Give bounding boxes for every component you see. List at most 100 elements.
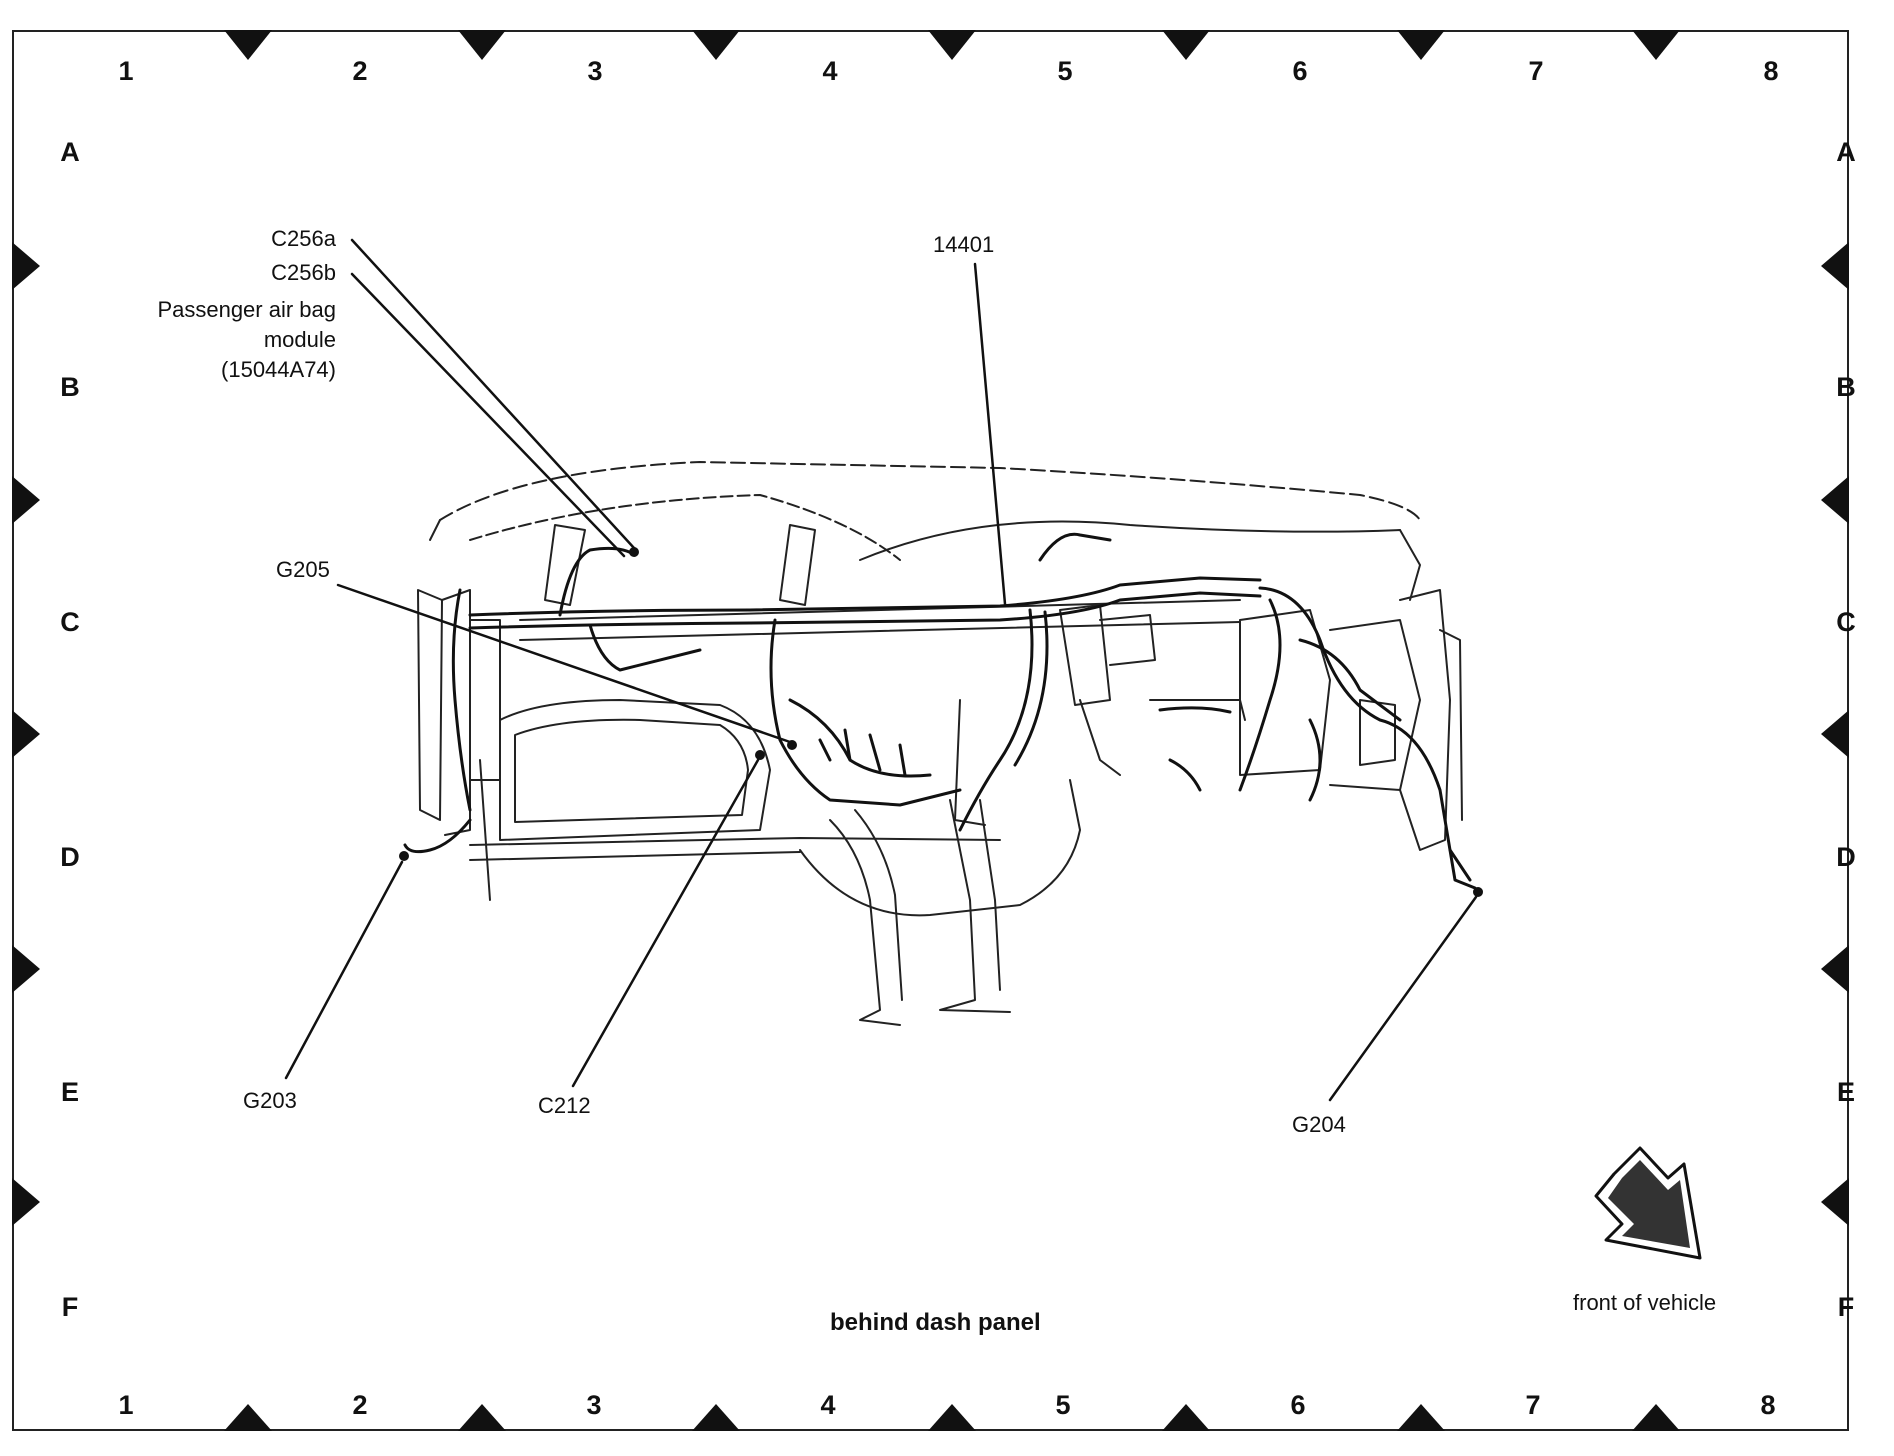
label-airbag-line1: Passenger air bag — [157, 297, 336, 322]
grid-row-left-c: C — [60, 607, 80, 637]
label-c256a: C256a — [271, 226, 336, 251]
grid-col-top-2: 2 — [352, 56, 368, 86]
floor-tunnel — [799, 779, 1081, 917]
marker-right — [1821, 242, 1849, 290]
terminals — [399, 547, 1483, 897]
lower-beam — [469, 851, 801, 861]
label-g203: G203 — [243, 1088, 297, 1113]
front-arrow-fill — [1608, 1160, 1690, 1248]
orientation-label: front of vehicle — [1573, 1290, 1717, 1315]
frame-markers — [12, 30, 1849, 1431]
harness-main-trunk — [468, 576, 1262, 617]
marker-bottom — [692, 1404, 740, 1431]
marker-right — [1821, 710, 1849, 758]
label-airbag-line3: (15044A74) — [221, 357, 336, 382]
grid-col-top-8: 8 — [1763, 56, 1779, 86]
dash-top-outline — [439, 461, 1421, 521]
glove-box-outline — [499, 699, 771, 841]
right-end-bracket — [1359, 699, 1396, 766]
grid-col-top-7: 7 — [1528, 56, 1544, 86]
leader-c256b — [350, 272, 626, 558]
harness-branch — [1448, 848, 1477, 890]
steering-column-housing — [1059, 604, 1111, 706]
harness-branch — [1238, 598, 1282, 792]
right-end-bracket — [1239, 609, 1331, 776]
grid-row-left-a: A — [60, 137, 80, 167]
center-leg — [954, 699, 986, 826]
grid-row-right-e: E — [1836, 1077, 1855, 1107]
marker-top — [692, 30, 740, 60]
leader-lines — [284, 238, 1478, 1102]
grid-row-left-f: F — [61, 1292, 79, 1322]
marker-bottom — [1632, 1404, 1680, 1431]
marker-left — [12, 1178, 40, 1226]
center-leg — [979, 799, 1001, 991]
leader-c256a — [350, 238, 636, 550]
grid-col-top-6: 6 — [1292, 56, 1308, 86]
terminal-g204 — [1473, 887, 1483, 897]
harness-branch — [958, 608, 1034, 832]
label-g205: G205 — [276, 557, 330, 582]
grid-row-right-a: A — [1836, 137, 1856, 167]
grid-col-bottom-7: 7 — [1525, 1390, 1541, 1420]
center-leg — [854, 809, 903, 1001]
marker-bottom — [1162, 1404, 1210, 1431]
lower-beam — [469, 837, 1001, 846]
dash-structure — [417, 461, 1463, 1026]
label-harness-14401: 14401 — [933, 232, 995, 257]
grid-col-bottom-4: 4 — [820, 1390, 836, 1420]
dash-top-outline — [469, 494, 901, 561]
harness-branch — [588, 623, 702, 672]
steering-column-housing — [1079, 699, 1121, 776]
wiring-harness — [403, 532, 1477, 890]
grid-col-bottom-8: 8 — [1760, 1390, 1776, 1420]
grid-col-bottom-2: 2 — [352, 1390, 368, 1420]
marker-top — [1632, 30, 1680, 60]
terminal-c256 — [629, 547, 639, 557]
marker-bottom — [928, 1404, 976, 1431]
marker-bottom — [1397, 1404, 1445, 1431]
grid-col-bottom-3: 3 — [586, 1390, 602, 1420]
marker-top — [928, 30, 976, 60]
harness-branch — [1168, 758, 1202, 792]
glove-box-outline — [514, 718, 749, 823]
harness-branch — [451, 588, 472, 812]
grid-col-top-4: 4 — [822, 56, 838, 86]
left-side-bracket — [469, 619, 501, 781]
leader-c212 — [571, 758, 760, 1088]
marker-left — [12, 945, 40, 993]
harness-branch — [788, 698, 932, 778]
grid-row-right-c: C — [1836, 607, 1856, 637]
harness-main-trunk — [468, 591, 1262, 630]
cross-car-beam — [519, 599, 1241, 621]
center-leg — [829, 819, 901, 1026]
grid-col-bottom-6: 6 — [1290, 1390, 1306, 1420]
right-end-bracket — [1399, 589, 1451, 851]
upright-bracket — [779, 524, 816, 606]
grid-col-bottom-5: 5 — [1055, 1390, 1071, 1420]
harness-branch — [1258, 586, 1472, 882]
upright-bracket — [544, 524, 586, 606]
leader-g203 — [284, 860, 404, 1080]
right-end-bracket — [1439, 629, 1463, 821]
dash-top-outline — [859, 520, 1401, 561]
marker-right — [1821, 1178, 1849, 1226]
marker-left — [12, 242, 40, 290]
cross-car-beam — [519, 621, 1241, 641]
marker-right — [1821, 476, 1849, 524]
grid-row-left-b: B — [60, 372, 80, 402]
marker-right — [1821, 945, 1849, 993]
front-of-vehicle-arrow-icon — [1594, 1146, 1702, 1260]
dash-top-outline — [429, 519, 441, 541]
steering-column-housing — [1099, 614, 1156, 666]
marker-bottom — [224, 1404, 272, 1431]
grid-row-right-d: D — [1836, 842, 1856, 872]
label-g204: G204 — [1292, 1112, 1346, 1137]
grid-col-top-3: 3 — [587, 56, 603, 86]
left-side-bracket — [479, 759, 491, 901]
terminal-c212 — [755, 750, 765, 760]
marker-top — [1162, 30, 1210, 60]
harness-branch — [558, 546, 637, 617]
